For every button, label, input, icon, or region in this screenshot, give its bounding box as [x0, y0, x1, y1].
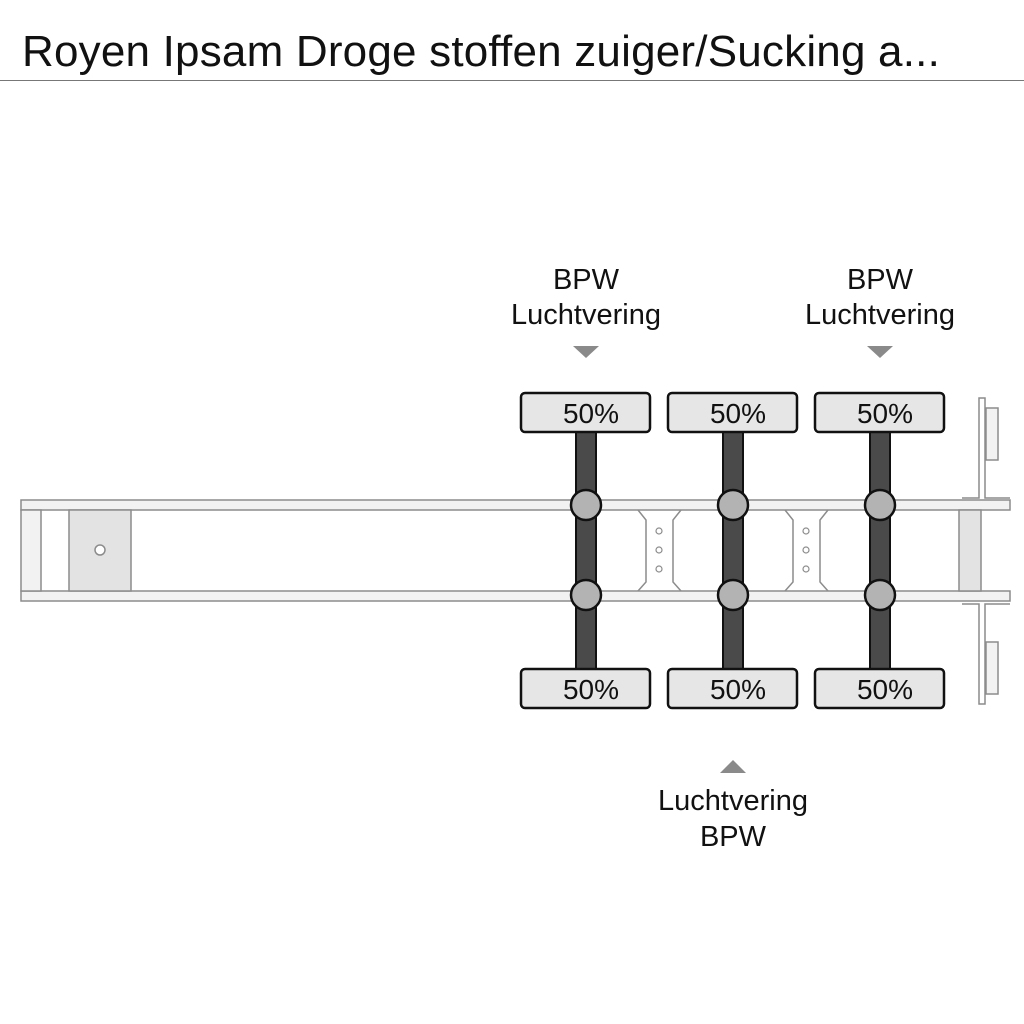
tire-top: [813, 391, 946, 434]
axle-2: 50% 50%: [666, 391, 799, 710]
hub-top: [716, 488, 750, 522]
title-divider: [0, 80, 1024, 81]
axle-beam: [575, 419, 597, 679]
axle-3: 50% 50%: [813, 391, 946, 710]
tire-bottom-load: 50%: [563, 674, 619, 705]
tire-bottom: [519, 667, 652, 710]
hub-bottom: [569, 578, 603, 612]
label-line-2: Luchtvering: [511, 299, 661, 331]
axle-beam: [869, 419, 891, 679]
frame-rail-bottom: [20, 590, 1011, 602]
axle-beam: [722, 419, 744, 679]
arrow-down-icon: [867, 346, 893, 358]
axle1-suspension-label: BPW Luchtvering: [511, 264, 661, 358]
tire-bottom: [666, 667, 799, 710]
cross-member: [784, 509, 829, 592]
tire-bottom-load: 50%: [710, 674, 766, 705]
tire-top: [519, 391, 652, 434]
arrow-down-icon: [573, 346, 599, 358]
hub-top: [863, 488, 897, 522]
cross-member: [637, 509, 682, 592]
arrow-up-icon: [720, 760, 746, 773]
label-line-1: Luchtvering: [658, 785, 808, 817]
trailer-chassis: [20, 397, 1011, 705]
hub-bottom: [863, 578, 897, 612]
tire-bottom-load: 50%: [857, 674, 913, 705]
axle2-suspension-label: Luchtvering BPW: [658, 760, 808, 853]
hub-top: [569, 488, 603, 522]
front-bumper: [20, 509, 42, 592]
hub-bottom: [716, 578, 750, 612]
page-title: Royen Ipsam Droge stoffen zuiger/Sucking…: [22, 27, 941, 76]
label-line-1: BPW: [847, 264, 914, 296]
tire-top: [666, 391, 799, 434]
kingpin-icon: [94, 544, 106, 556]
axle3-suspension-label: BPW Luchtvering: [805, 264, 955, 358]
frame-rail-top: [20, 499, 1011, 511]
axle-1: 50% 50%: [519, 391, 652, 710]
rear-bumper: [958, 397, 1010, 705]
label-line-1: BPW: [553, 264, 620, 296]
tire-bottom: [813, 667, 946, 710]
tire-top-load: 50%: [710, 398, 766, 429]
tire-top-load: 50%: [563, 398, 619, 429]
label-line-2: BPW: [700, 821, 767, 853]
label-line-2: Luchtvering: [805, 299, 955, 331]
tire-top-load: 50%: [857, 398, 913, 429]
